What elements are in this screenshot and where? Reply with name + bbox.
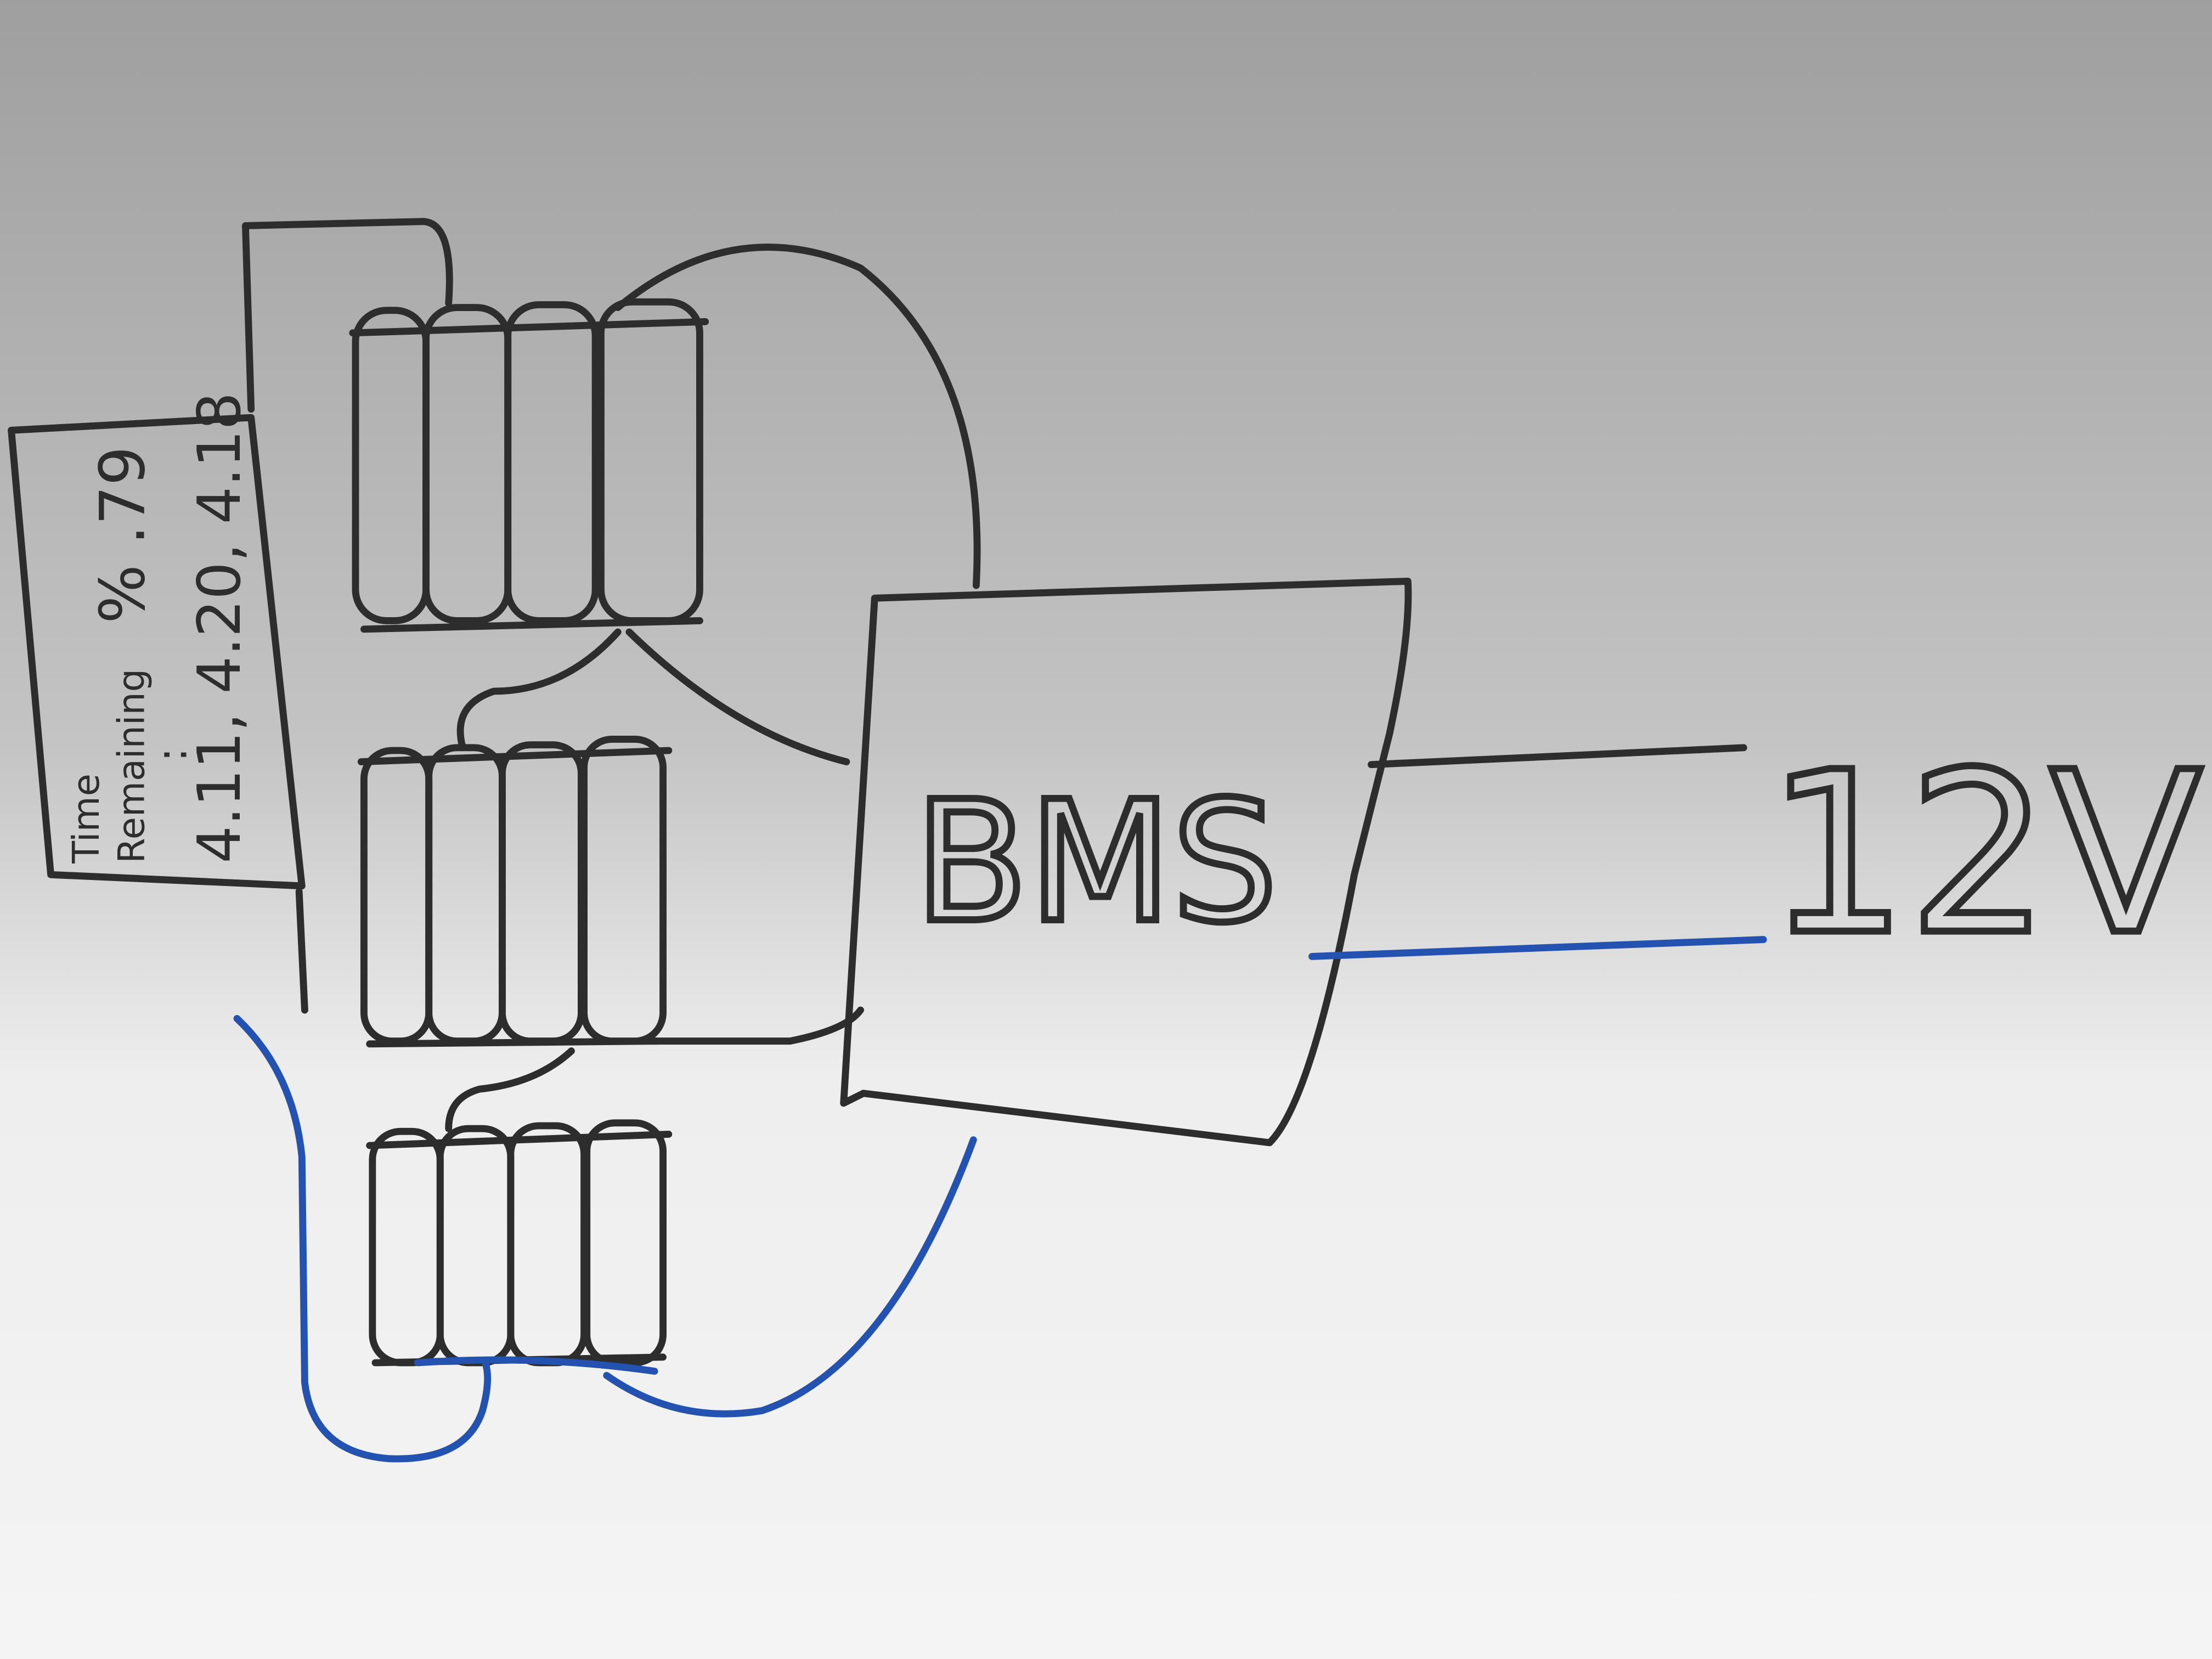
wire-pack1-bms xyxy=(625,628,850,765)
wire-display-down xyxy=(295,888,308,1014)
wire-pack1-pack2 xyxy=(456,628,622,752)
battery-pack xyxy=(357,736,673,1048)
output-voltage-label: 12V xyxy=(1766,724,2203,984)
wire-top-arc xyxy=(614,244,981,589)
battery-cell xyxy=(583,1119,667,1367)
battery-cell xyxy=(504,301,599,624)
wire-pack2-bms xyxy=(648,1006,864,1045)
display-line-time: Time xyxy=(65,774,108,864)
display-line-colon: : xyxy=(147,748,196,762)
display-box xyxy=(8,414,306,890)
battery-pack xyxy=(349,298,709,633)
bms-label: BMS xyxy=(914,765,1278,960)
wire-bms-negative xyxy=(1308,936,1767,960)
wire-negative-bms xyxy=(603,1136,977,1418)
wire-negative-left xyxy=(233,1015,492,1463)
display-cell-voltages: 4.11, 4.20, 4.18 xyxy=(185,392,254,864)
display-line-remaining: Remaining xyxy=(110,669,153,864)
wire-top-left-loop xyxy=(242,218,453,413)
wire-bms-positive xyxy=(1368,744,1747,769)
wire-negative-pack3 xyxy=(414,1356,658,1375)
wire-pack2-pack3 xyxy=(445,1047,575,1132)
display-percent: % .79 xyxy=(86,446,159,623)
bms-box xyxy=(840,578,1412,1147)
